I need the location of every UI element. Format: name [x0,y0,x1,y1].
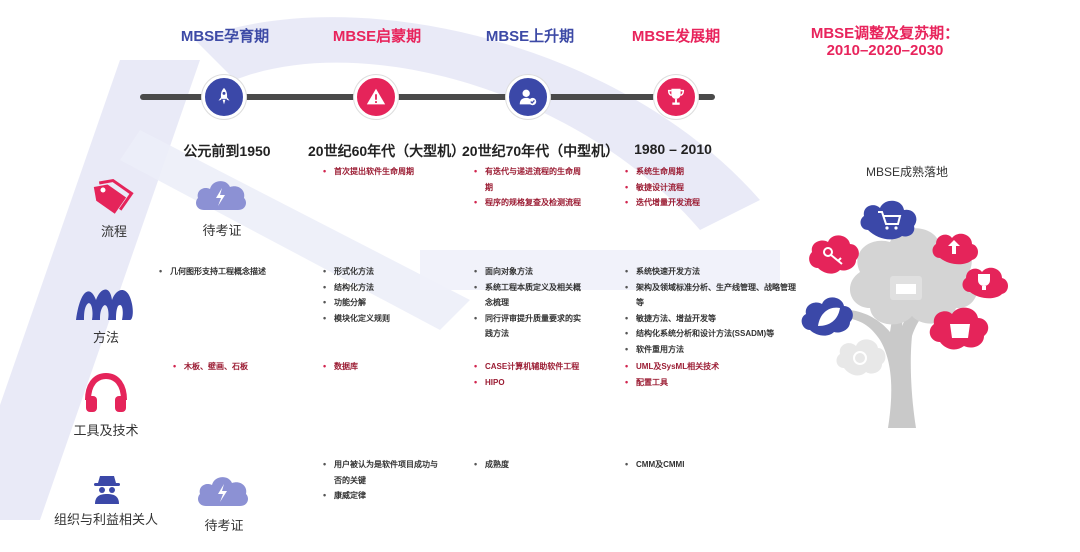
warning-icon [365,86,387,108]
list-item: 软件重用方法 [624,342,799,358]
era-title-4: MBSE发展期 [621,25,731,46]
list-item: 几何图形支持工程概念描述 [158,264,308,280]
list-item: 功能分解 [322,295,452,311]
process-era2-list: 首次提出软件生命周期 [322,164,452,180]
tag-icon [92,178,136,218]
user-check-icon [517,86,539,108]
era-title-5-line2: 2010–2020–2030 [800,42,970,59]
org-era4-list: CMM及CMMI [624,457,764,473]
org-era3-list: 成熟度 [473,457,585,473]
list-item: 模块化定义规则 [322,311,452,327]
list-item: 成熟度 [473,457,585,473]
method-era2-list: 形式化方法 结构化方法 功能分解 模块化定义规则 [322,264,452,326]
org-era2-list: 用户被认为是软件项目成功与否的关键 康威定律 [322,457,440,504]
headset-icon [82,370,130,418]
row-label-org: 组织与利益相关人 [46,509,166,528]
rocket-icon [213,86,235,108]
list-item: 架构及领域标准分析、生产线管理、战略管理等 [624,280,799,311]
era-date-4: 1980 – 2010 [618,141,728,157]
row-label-method: 方法 [76,327,136,346]
era-title-1: MBSE孕育期 [170,25,280,46]
list-item: 系统生命周期 [624,164,764,180]
key-icon [809,235,859,273]
process-era3-list: 有迭代与递进流程的生命周期 程序的规格复查及检测流程 [473,164,585,211]
era-node-3 [506,75,550,119]
method-era1-list: 几何图形支持工程概念描述 [158,264,308,280]
list-item: 程序的规格复查及检测流程 [473,195,585,211]
list-item: 用户被认为是软件项目成功与否的关键 [322,457,440,488]
trophy-icon [665,86,687,108]
list-item: 敏捷设计流程 [624,180,764,196]
era-node-4 [654,75,698,119]
list-item: 首次提出软件生命周期 [322,164,452,180]
list-item: HIPO [473,375,598,391]
list-item: 配置工具 [624,375,764,391]
list-item: CASE计算机辅助软件工程 [473,359,598,375]
list-item: CMM及CMMI [624,457,764,473]
pending-label-2: 待考证 [194,515,254,534]
maturity-tree-illustration [790,180,1040,430]
list-item: 系统工程本质定义及相关概念梳理 [473,280,585,311]
gear-icon [837,339,886,375]
tree-caption: MBSE成熟落地 [866,163,948,180]
pending-label-1: 待考证 [192,220,252,239]
era-date-3: 20世纪70年代（中型机） [462,141,612,161]
leaf-icon [802,297,853,335]
process-era4-list: 系统生命周期 敏捷设计流程 迭代增量开发流程 [624,164,764,211]
era-node-1 [202,75,246,119]
cloud-lightning-icon [192,176,248,212]
list-item: 结构化系统分析和设计方法(SSADM)等 [624,326,799,342]
cup-icon [930,308,989,350]
era-title-5-line1: MBSE调整及复苏期： [800,25,970,42]
era-node-2 [354,75,398,119]
list-item: 数据库 [322,359,452,375]
era-date-2: 20世纪60年代（大型机） [308,141,458,161]
list-item: 系统快速开发方法 [624,264,799,280]
list-item: 迭代增量开发流程 [624,195,764,211]
row-label-process: 流程 [84,221,144,240]
tools-era1-list: 木板、壁画、石板 [172,359,292,375]
list-item: 同行评审提升质量要求的实践方法 [473,311,585,342]
list-item: UML及SysML相关技术 [624,359,764,375]
era-title-2: MBSE启蒙期 [322,25,432,46]
tools-era3-list: CASE计算机辅助软件工程 HIPO [473,359,598,390]
list-item: 结构化方法 [322,280,452,296]
tools-era4-list: UML及SysML相关技术 配置工具 [624,359,764,390]
list-item: 康威定律 [322,488,440,504]
list-item: 面向对象方法 [473,264,585,280]
method-era4-list: 系统快速开发方法 架构及领域标准分析、生产线管理、战略管理等 敏捷方法、增益开发… [624,264,799,357]
spy-icon [92,472,122,504]
list-item: 木板、壁画、石板 [172,359,292,375]
list-item: 形式化方法 [322,264,452,280]
cloud-lightning-icon [194,472,250,508]
tools-era2-list: 数据库 [322,359,452,375]
pending-cloud-1: 待考证 [192,176,252,239]
folder-icon [890,276,922,300]
pending-cloud-2: 待考证 [194,472,254,534]
method-logo-icon [72,280,142,324]
era-date-1: 公元前到1950 [172,141,282,161]
row-label-tools: 工具及技术 [66,420,146,439]
cart-icon [861,201,917,240]
list-item: 敏捷方法、增益开发等 [624,311,799,327]
era-title-3: MBSE上升期 [475,25,585,46]
era-title-5: MBSE调整及复苏期： 2010–2020–2030 [800,25,970,59]
list-item: 有迭代与递进流程的生命周期 [473,164,585,195]
method-era3-list: 面向对象方法 系统工程本质定义及相关概念梳理 同行评审提升质量要求的实践方法 [473,264,585,342]
